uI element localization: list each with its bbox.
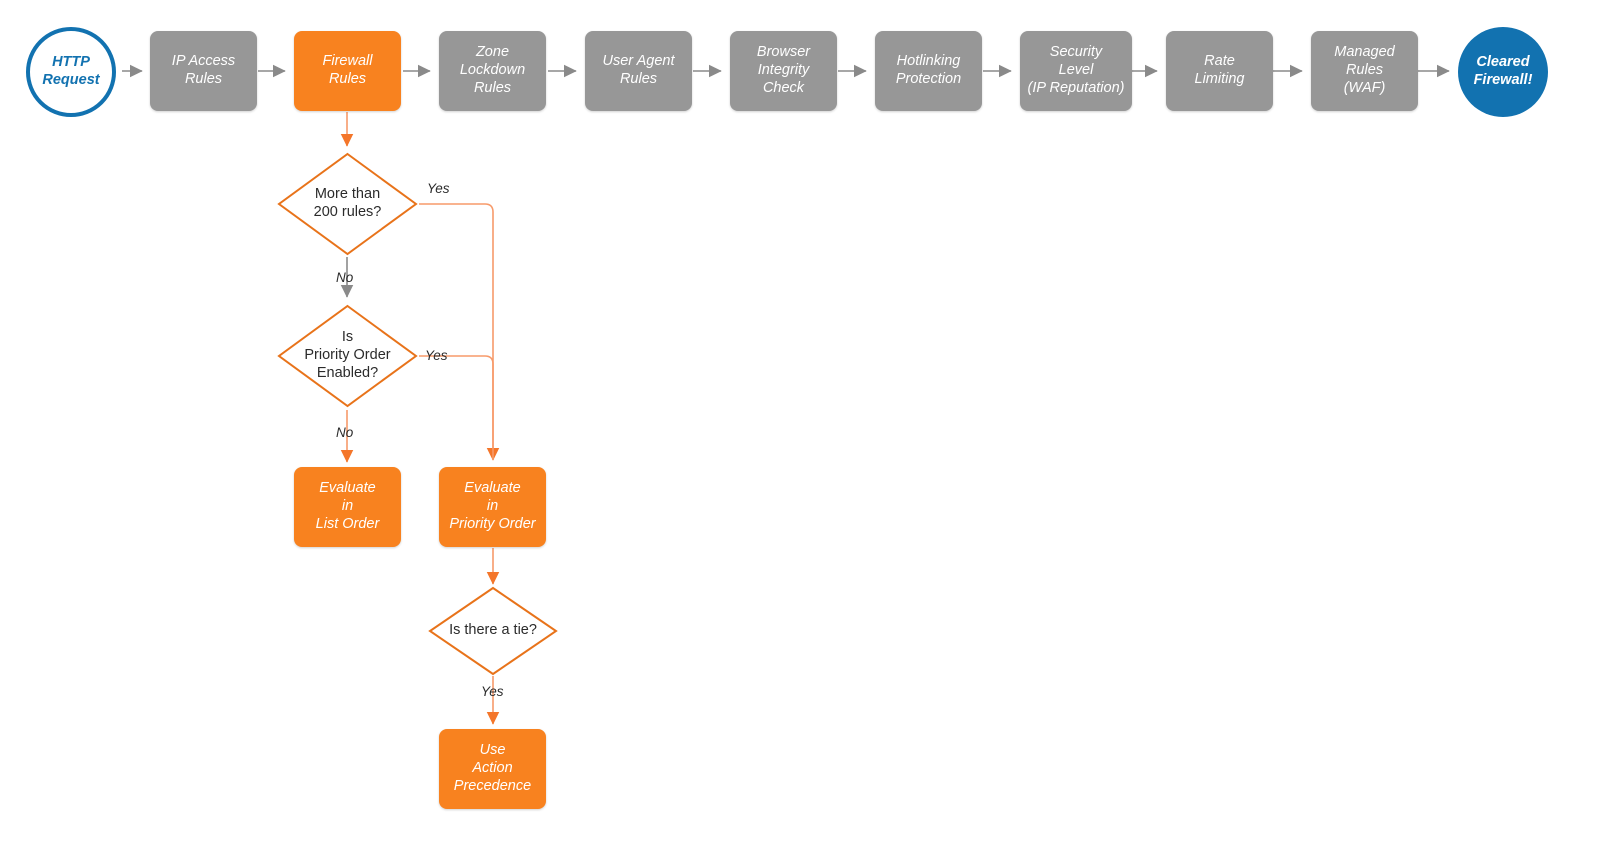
edge-label-d1-yes: Yes: [427, 181, 450, 196]
edge-label-d1-no: No: [336, 270, 354, 285]
diamond-shape: [428, 586, 558, 676]
edge-label-d3-yes: Yes: [481, 684, 504, 699]
edge-label-d2-yes: Yes: [425, 348, 448, 363]
diamond-shape: [277, 304, 418, 408]
decision-label: Is there a tie?: [449, 622, 537, 639]
edge-label-d2-no: No: [336, 425, 354, 440]
diamond-shape: [277, 152, 418, 256]
decision-is-there-a-tie[interactable]: Is there a tie?: [428, 586, 558, 676]
